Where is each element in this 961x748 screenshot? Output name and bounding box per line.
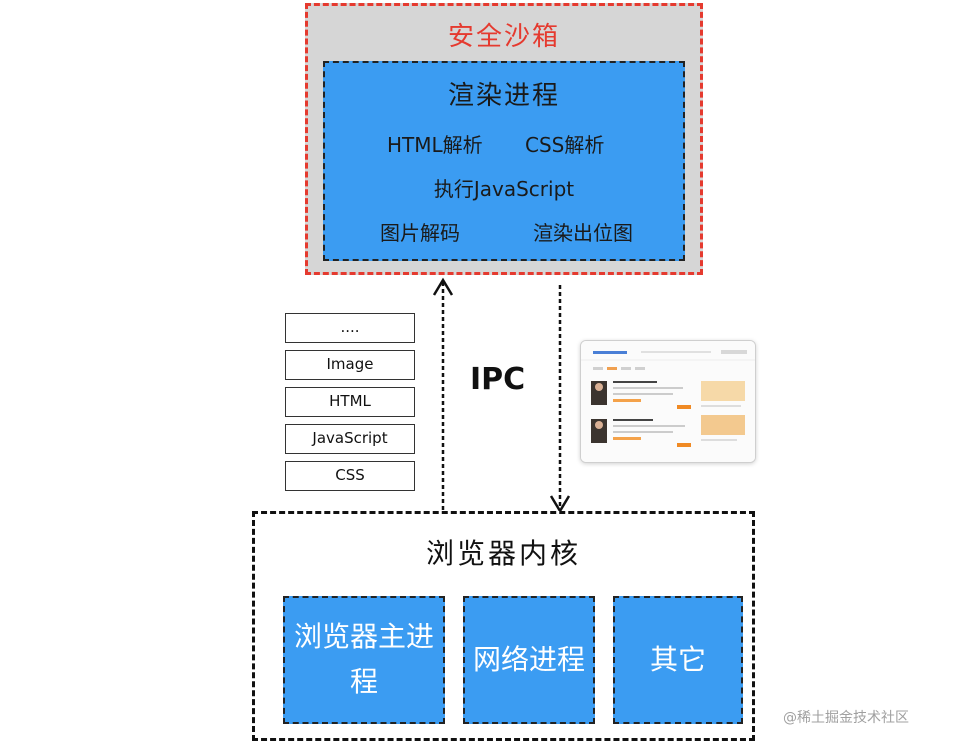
- task-image-decode: 图片解码: [380, 221, 460, 245]
- resource-javascript: JavaScript: [285, 424, 415, 454]
- render-process: 渲染进程 HTML解析 CSS解析 执行JavaScript 图片解码 渲染出位…: [323, 61, 685, 261]
- webpage-thumbnail-graphic: [581, 341, 755, 462]
- watermark: @稀土掘金技术社区: [783, 710, 909, 726]
- sandbox-title: 安全沙箱: [447, 22, 560, 52]
- webpage-thumbnail-icon: [580, 340, 756, 463]
- downward-arrowhead-icon: [549, 495, 571, 514]
- network-process: 网络进程: [463, 596, 595, 724]
- resource-html: HTML: [285, 387, 415, 417]
- task-css-parse: CSS解析: [525, 133, 605, 157]
- browser-kernel: 浏览器内核 浏览器主进程 网络进程 其它: [252, 511, 755, 741]
- ipc-label: IPC: [470, 362, 526, 397]
- task-html-parse: HTML解析: [387, 133, 483, 157]
- resource-more: ....: [285, 313, 415, 343]
- browser-main-process-label: 浏览器主进程: [293, 620, 434, 698]
- resource-image: Image: [285, 350, 415, 380]
- resource-css: CSS: [285, 461, 415, 491]
- other-process: 其它: [613, 596, 743, 724]
- task-execute-js: 执行JavaScript: [433, 177, 575, 201]
- task-rasterize: 渲染出位图: [533, 221, 633, 245]
- kernel-title: 浏览器内核: [425, 537, 581, 570]
- other-process-label: 其它: [649, 642, 706, 676]
- render-process-title: 渲染进程: [447, 81, 560, 111]
- network-process-label: 网络进程: [472, 642, 585, 676]
- browser-main-process: 浏览器主进程: [283, 596, 445, 724]
- upward-arrowhead-icon: [432, 277, 454, 296]
- security-sandbox: 安全沙箱 渲染进程 HTML解析 CSS解析 执行JavaScript 图片解码…: [305, 3, 703, 275]
